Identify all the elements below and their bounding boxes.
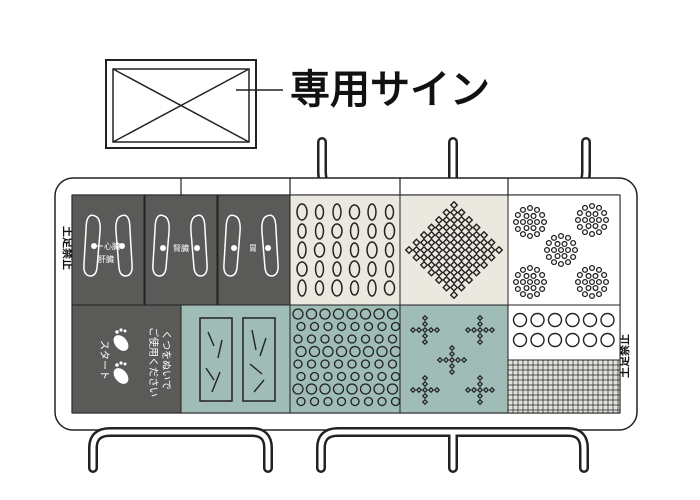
bottom-handrail [88, 427, 589, 473]
start-panel: スタート くつをぬいで ご使用ください [71, 304, 182, 414]
instruction-line-2: ご使用ください [147, 327, 160, 397]
instruction-line-1: くつをぬいで [160, 330, 172, 390]
dedicated-sign [105, 59, 257, 149]
organ-label-liver: 肝臓 [98, 254, 114, 264]
organ-label-kidney: 腎臓 [173, 243, 189, 253]
foot-reflexology-panel-2: 腎臓 [144, 194, 218, 306]
flower-cluster-panel [507, 194, 621, 306]
organ-label-heart: 心臓 [104, 241, 120, 251]
dot-cluster-panel [399, 304, 509, 414]
foot-reflexology-panel-1: 心臓 肝臓 [71, 194, 145, 306]
start-label: スタート [98, 340, 110, 380]
organ-label-stomach: 胃 [249, 244, 257, 253]
oval-stone-panel [289, 194, 401, 306]
foot-reflexology-panel-3: 胃 [217, 194, 291, 306]
circles-grid-panel [507, 304, 621, 414]
diamond-pattern-panel [399, 194, 509, 306]
round-stones-panel [289, 304, 402, 414]
sign-label: 専用サイン [290, 67, 490, 113]
slate-stick-panel [180, 304, 291, 414]
